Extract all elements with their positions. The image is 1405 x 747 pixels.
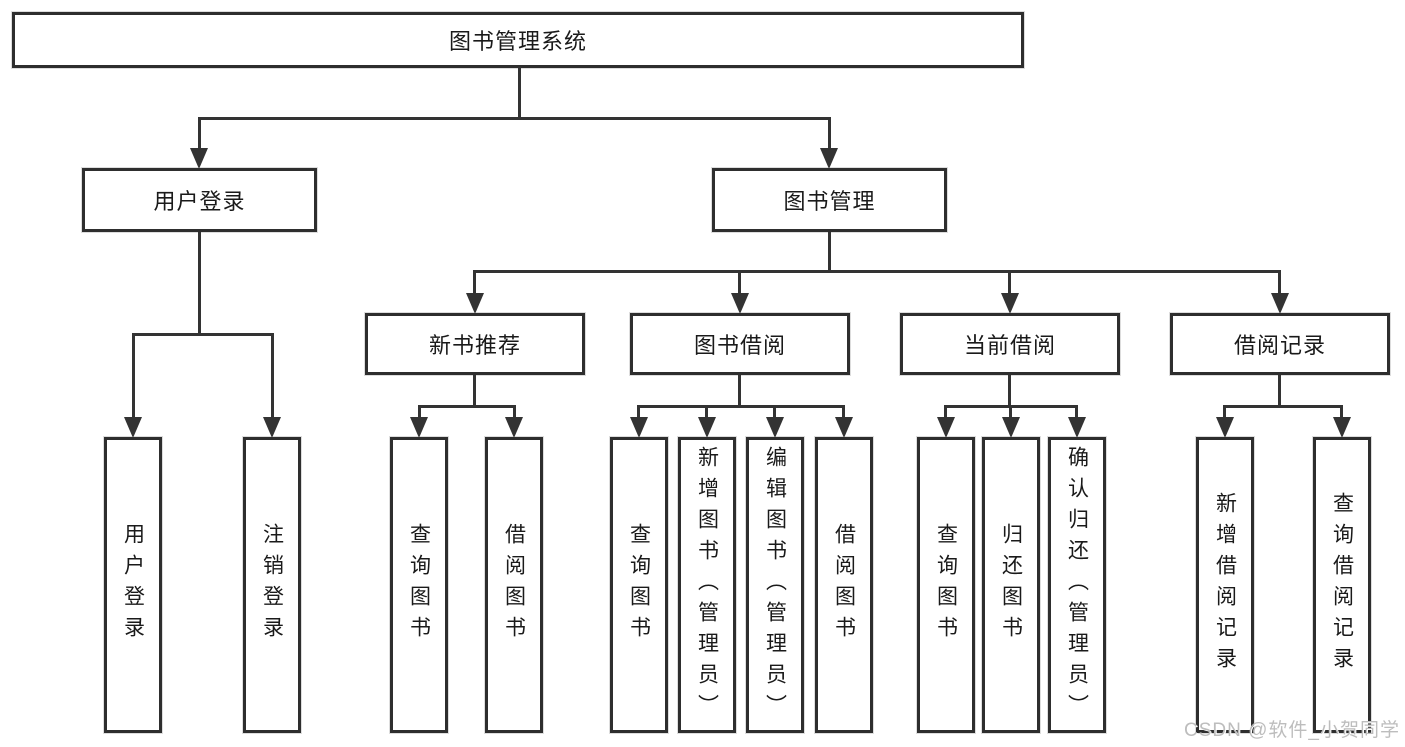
connector-cu-leaf3-stem: [1075, 405, 1078, 419]
leaf-add-borrow-record: 新增借阅记录: [1196, 437, 1254, 733]
leaf-edit-books-admin-label: 编辑图书（管理员）: [763, 445, 787, 725]
connector-nb-leaf1-stem: [418, 405, 421, 419]
leaf-query-books-borrowing-label: 查询图书: [627, 523, 651, 647]
leaf-query-books-newbooks: 查询图书: [390, 437, 448, 733]
connector-rc-leaf1-stem: [1223, 405, 1226, 419]
connector-leaf-login-stem: [132, 333, 135, 419]
connector-current-stem: [1008, 270, 1011, 296]
leaf-confirm-return-admin: 确认归还（管理员）: [1048, 437, 1106, 733]
leaf-return-books: 归还图书: [982, 437, 1040, 733]
connector-borrowing-stem: [738, 270, 741, 296]
node-new-books: 新书推荐: [365, 313, 585, 375]
connector-book-mgmt-stem: [828, 117, 831, 150]
node-borrow-records: 借阅记录: [1170, 313, 1390, 375]
node-user-login-label: 用户登录: [153, 189, 246, 214]
arrowhead-leaf-login: [124, 417, 142, 438]
leaf-confirm-return-admin-label: 确认归还（管理员）: [1065, 445, 1089, 725]
node-book-borrowing-label: 图书借阅: [693, 333, 786, 358]
connector-new-books-rail: [418, 405, 516, 408]
arrowhead-rc-leaf1: [1216, 417, 1234, 438]
arrowhead-user-login: [190, 148, 208, 169]
csdn-watermark: CSDN @软件_小贺同学: [1184, 720, 1400, 741]
node-root: 图书管理系统: [12, 12, 1024, 68]
arrowhead-records: [1271, 293, 1289, 314]
connector-cu-leaf2-stem: [1009, 405, 1012, 419]
arrowhead-cu-leaf2: [1002, 417, 1020, 438]
leaf-query-books-current-label: 查询图书: [934, 523, 958, 647]
leaf-borrow-books-borrowing-label: 借阅图书: [832, 523, 856, 647]
arrowhead-bw-leaf3: [766, 417, 784, 438]
connector-current-down: [1008, 375, 1011, 407]
connector-root-stem: [518, 67, 521, 119]
node-current-borrowing-label: 当前借阅: [963, 333, 1056, 358]
node-book-borrowing: 图书借阅: [630, 313, 850, 375]
connector-cu-leaf1-stem: [944, 405, 947, 419]
arrowhead-cu-leaf1: [937, 417, 955, 438]
arrowhead-current: [1001, 293, 1019, 314]
arrowhead-rc-leaf2: [1333, 417, 1351, 438]
leaf-query-books-current: 查询图书: [917, 437, 975, 733]
leaf-query-borrow-record: 查询借阅记录: [1313, 437, 1371, 733]
connector-level3-rail: [473, 270, 1281, 273]
connector-bw-leaf2-stem: [705, 405, 708, 419]
leaf-logout-label: 注销登录: [260, 523, 284, 647]
connector-rc-leaf2-stem: [1340, 405, 1343, 419]
connector-bw-leaf4-stem: [842, 405, 845, 419]
leaf-borrow-books-newbooks-label: 借阅图书: [502, 523, 526, 647]
connector-bw-leaf3-stem: [773, 405, 776, 419]
connector-user-login-down: [198, 232, 201, 335]
arrowhead-nb-leaf2: [505, 417, 523, 438]
node-borrow-records-label: 借阅记录: [1233, 333, 1326, 358]
connector-user-login-rail: [132, 333, 274, 336]
connector-records-rail: [1223, 405, 1343, 408]
leaf-borrow-books-newbooks: 借阅图书: [485, 437, 543, 733]
leaf-add-borrow-record-label: 新增借阅记录: [1213, 492, 1237, 678]
connector-user-login-stem: [198, 117, 201, 150]
leaf-query-books-borrowing: 查询图书: [610, 437, 668, 733]
node-root-label: 图书管理系统: [448, 29, 587, 54]
leaf-user-login: 用户登录: [104, 437, 162, 733]
connector-records-stem: [1278, 270, 1281, 296]
connector-new-books-stem: [473, 270, 476, 296]
node-user-login: 用户登录: [82, 168, 317, 232]
connector-level2-rail: [198, 117, 831, 120]
connector-leaf-logout-stem: [271, 333, 274, 419]
leaf-add-books-admin-label: 新增图书（管理员）: [695, 445, 719, 725]
connector-borrowing-down: [738, 375, 741, 407]
node-current-borrowing: 当前借阅: [900, 313, 1120, 375]
leaf-logout: 注销登录: [243, 437, 301, 733]
node-book-management: 图书管理: [712, 168, 947, 232]
arrowhead-leaf-logout: [263, 417, 281, 438]
connector-book-mgmt-down: [828, 232, 831, 272]
arrowhead-cu-leaf3: [1068, 417, 1086, 438]
arrowhead-bw-leaf1: [630, 417, 648, 438]
node-book-management-label: 图书管理: [783, 189, 876, 214]
leaf-return-books-label: 归还图书: [999, 523, 1023, 647]
arrowhead-borrowing: [731, 293, 749, 314]
connector-records-down: [1278, 375, 1281, 407]
leaf-edit-books-admin: 编辑图书（管理员）: [746, 437, 804, 733]
leaf-borrow-books-borrowing: 借阅图书: [815, 437, 873, 733]
connector-nb-leaf2-stem: [513, 405, 516, 419]
leaf-user-login-label: 用户登录: [121, 523, 145, 647]
leaf-query-borrow-record-label: 查询借阅记录: [1330, 492, 1354, 678]
connector-borrowing-rail: [637, 405, 845, 408]
connector-bw-leaf1-stem: [637, 405, 640, 419]
connector-new-books-down: [473, 375, 476, 407]
arrowhead-bw-leaf4: [835, 417, 853, 438]
arrowhead-book-mgmt: [820, 148, 838, 169]
node-new-books-label: 新书推荐: [428, 333, 521, 358]
leaf-add-books-admin: 新增图书（管理员）: [678, 437, 736, 733]
arrowhead-nb-leaf1: [410, 417, 428, 438]
arrowhead-bw-leaf2: [698, 417, 716, 438]
arrowhead-new-books: [466, 293, 484, 314]
leaf-query-books-newbooks-label: 查询图书: [407, 523, 431, 647]
